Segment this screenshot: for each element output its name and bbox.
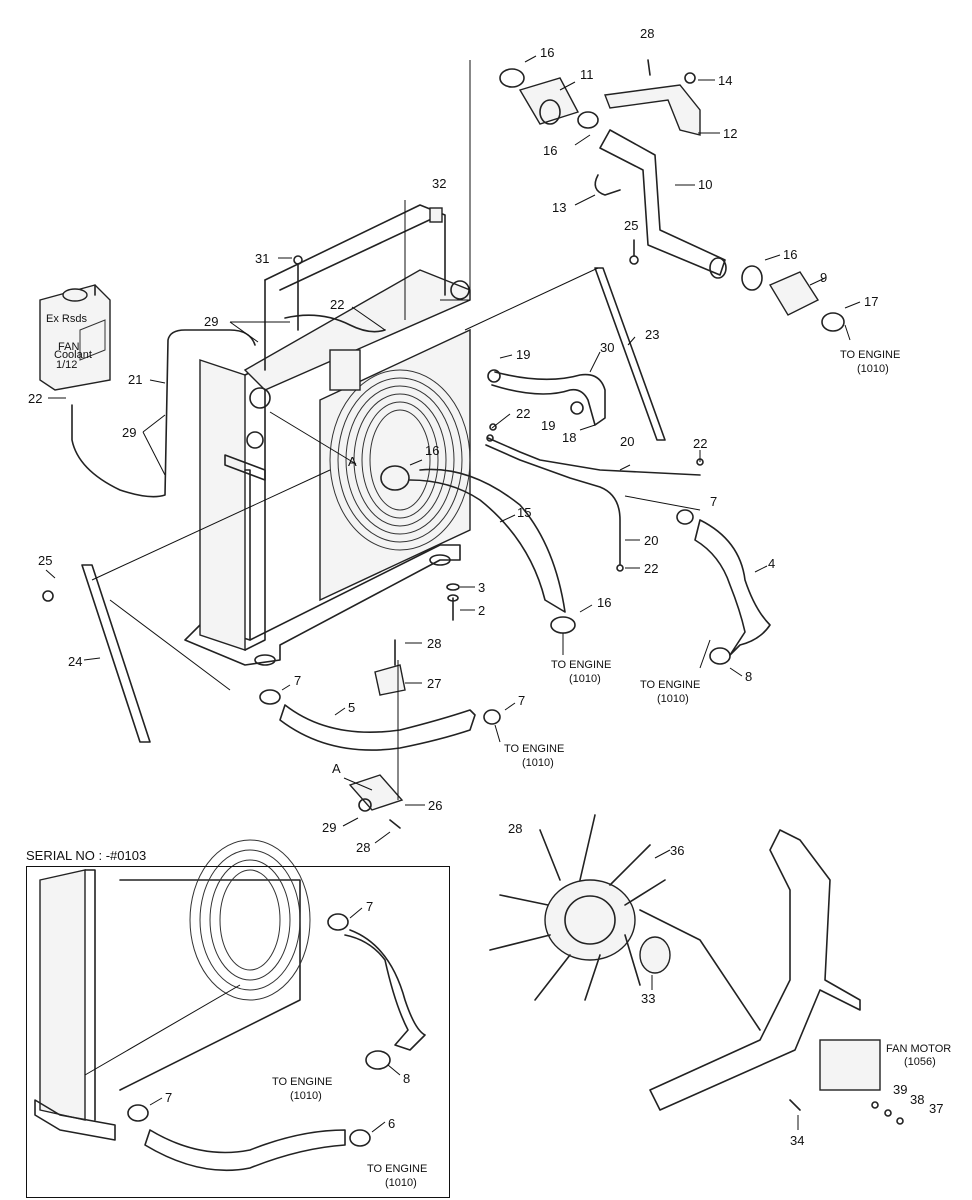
- label-37: 37: [929, 1101, 943, 1116]
- label-12: 12: [723, 126, 737, 141]
- label-31: 31: [255, 251, 269, 266]
- label-25: 25: [624, 218, 638, 233]
- label-20: 20: [644, 533, 658, 548]
- upper-hose-group: [404, 59, 845, 332]
- label-29: 29: [322, 820, 336, 835]
- code-1010-3: (1010): [657, 693, 689, 705]
- label-16: 16: [597, 595, 611, 610]
- callout-labels: 16 11 16 28 14 12 10 13 25 16 9 17 TO EN…: [28, 26, 951, 1189]
- label-39: 39: [893, 1082, 907, 1097]
- code-1010-4: (1010): [522, 757, 554, 769]
- bracket-26-27: [348, 639, 406, 829]
- label-5: 5: [348, 700, 355, 715]
- label-34: 34: [790, 1133, 804, 1148]
- label-22: 22: [516, 406, 530, 421]
- label-29: 29: [122, 425, 136, 440]
- label-28: 28: [508, 821, 522, 836]
- inset-drawing: [34, 839, 426, 1172]
- label-19: 19: [541, 418, 555, 433]
- to-engine-2: TO ENGINE: [551, 659, 611, 671]
- to-engine-5: TO ENGINE: [272, 1076, 332, 1088]
- label-15: 15: [517, 505, 531, 520]
- code-1010-1: (1010): [857, 363, 889, 375]
- label-27: 27: [427, 676, 441, 691]
- label-16: 16: [425, 443, 439, 458]
- label-8: 8: [403, 1071, 410, 1086]
- label-28: 28: [427, 636, 441, 651]
- label-17: 17: [864, 294, 878, 309]
- code-1010-6: (1010): [385, 1177, 417, 1189]
- label-22: 22: [28, 391, 42, 406]
- fan-motor-label: FAN MOTOR: [886, 1043, 951, 1055]
- label-16: 16: [543, 143, 557, 158]
- label-7: 7: [518, 693, 525, 708]
- label-23: 23: [645, 327, 659, 342]
- serial-inset-frame: [26, 866, 450, 1198]
- label-7: 7: [294, 673, 301, 688]
- lower-hose-group: [259, 509, 771, 751]
- label-21: 21: [128, 372, 142, 387]
- label-7: 7: [366, 899, 373, 914]
- label-33: 33: [641, 991, 655, 1006]
- to-engine-4: TO ENGINE: [504, 743, 564, 755]
- label-28: 28: [640, 26, 654, 41]
- motor-mount-bracket: [649, 829, 861, 1111]
- label-22: 22: [330, 297, 344, 312]
- radiator-assembly: [184, 204, 471, 666]
- overflow-hose-21: [71, 329, 256, 498]
- serial-note: SERIAL NO : -#0103: [26, 848, 147, 863]
- label-22: 22: [644, 561, 658, 576]
- fasteners: [42, 207, 639, 621]
- label-8: 8: [745, 669, 752, 684]
- tank-label-1: Ex Rsds: [46, 313, 87, 325]
- label-3: 3: [478, 580, 485, 595]
- ref-A: A: [332, 761, 341, 776]
- ref-A: A: [348, 454, 357, 469]
- code-1010-2: (1010): [569, 673, 601, 685]
- label-7: 7: [165, 1090, 172, 1105]
- label-32: 32: [432, 176, 446, 191]
- to-engine-1: TO ENGINE: [840, 349, 900, 361]
- label-11: 11: [580, 67, 594, 82]
- fan-assembly: [489, 814, 904, 1125]
- label-19: 19: [516, 347, 530, 362]
- label-9: 9: [820, 270, 827, 285]
- label-10: 10: [698, 177, 712, 192]
- stay-23: [594, 267, 666, 441]
- label-6: 6: [388, 1116, 395, 1131]
- code-1010-5: (1010): [290, 1090, 322, 1102]
- stay-24: [81, 564, 151, 743]
- label-30: 30: [600, 340, 614, 355]
- tank-label-2: FAN: [58, 341, 79, 353]
- label-7: 7: [710, 494, 717, 509]
- label-36: 36: [670, 843, 684, 858]
- label-16: 16: [540, 45, 554, 60]
- tank-label-3: Coolant: [54, 349, 92, 361]
- label-2: 2: [478, 603, 485, 618]
- to-engine-3: TO ENGINE: [640, 679, 700, 691]
- label-4: 4: [768, 556, 775, 571]
- label-28: 28: [356, 840, 370, 855]
- label-13: 13: [552, 200, 566, 215]
- label-14: 14: [718, 73, 732, 88]
- label-26: 26: [428, 798, 442, 813]
- reservoir-tank: Ex Rsds FAN Coolant 1/12: [39, 284, 111, 391]
- code-1056: (1056): [904, 1056, 936, 1068]
- label-18: 18: [562, 430, 576, 445]
- label-25: 25: [38, 553, 52, 568]
- tank-label-4: 1/12: [56, 359, 77, 371]
- label-29: 29: [204, 314, 218, 329]
- label-22: 22: [693, 436, 707, 451]
- label-38: 38: [910, 1092, 924, 1107]
- center-hose-group: [380, 369, 704, 634]
- to-engine-6: TO ENGINE: [367, 1163, 427, 1175]
- label-16: 16: [783, 247, 797, 262]
- label-20: 20: [620, 434, 634, 449]
- label-24: 24: [68, 654, 82, 669]
